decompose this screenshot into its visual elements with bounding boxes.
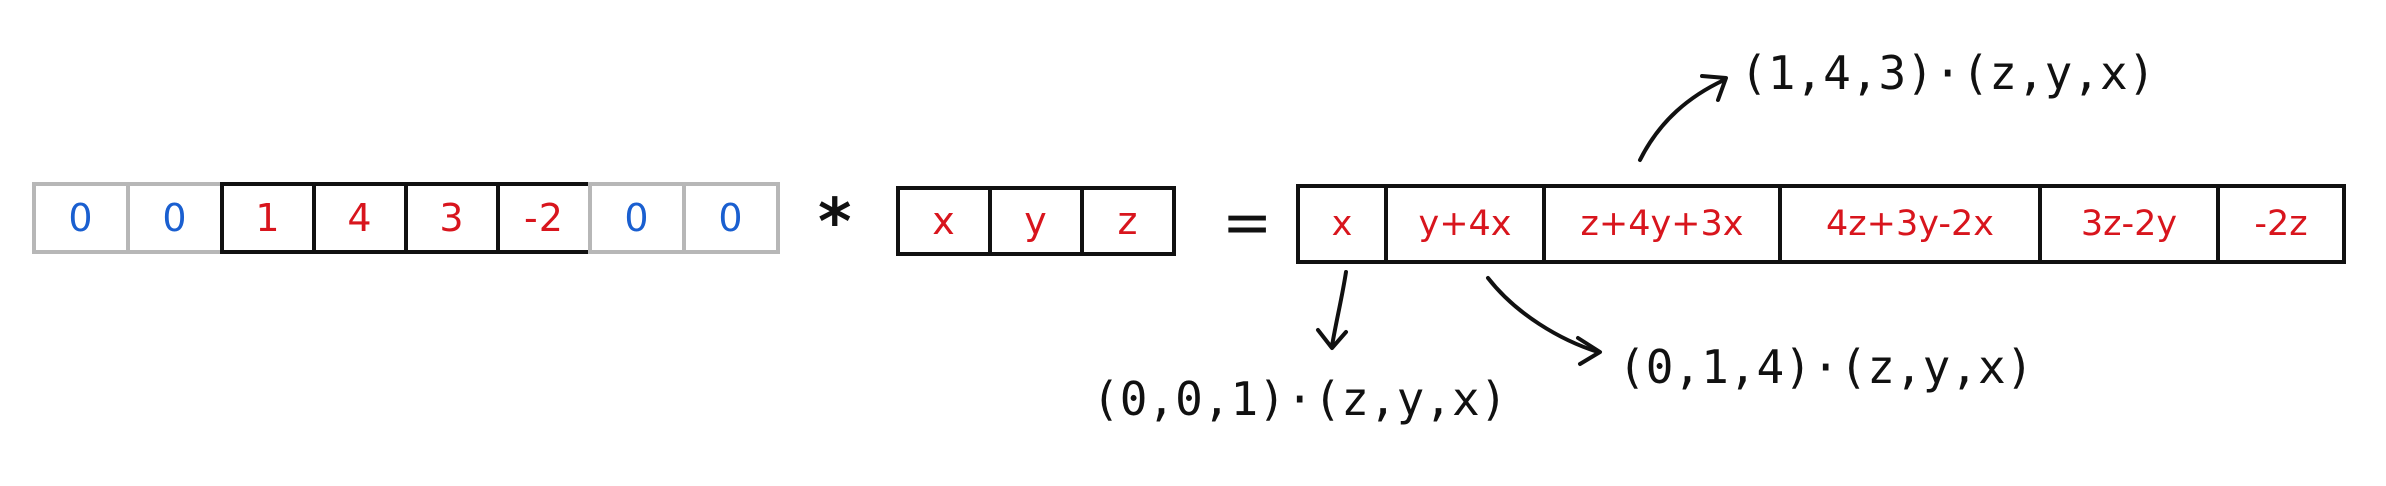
kernel-cell: z [1080,186,1176,256]
signal-cell: -2 [496,182,592,254]
output-cell: y+4x [1384,184,1546,264]
convolve-operator: * [818,186,852,260]
output-cell: -2z [2216,184,2346,264]
signal-cell: 0 [682,182,780,254]
arrow-to-third-annotation [1638,78,1726,162]
padded-signal-array: 0 0 1 4 3 -2 0 0 [32,182,780,254]
equals-operator: = [1222,188,1273,258]
arrow-to-first-annotation [1330,270,1348,348]
arrow-to-second-annotation [1486,276,1600,354]
output-array: x y+4x z+4y+3x 4z+3y-2x 3z-2y -2z [1296,184,2346,264]
first-output-dot-product: (0,0,1)·(z,y,x) [1092,372,1508,426]
kernel-array: x y z [896,186,1176,256]
second-output-dot-product: (0,1,4)·(z,y,x) [1618,340,2034,394]
third-output-dot-product: (1,4,3)·(z,y,x) [1740,46,2156,100]
